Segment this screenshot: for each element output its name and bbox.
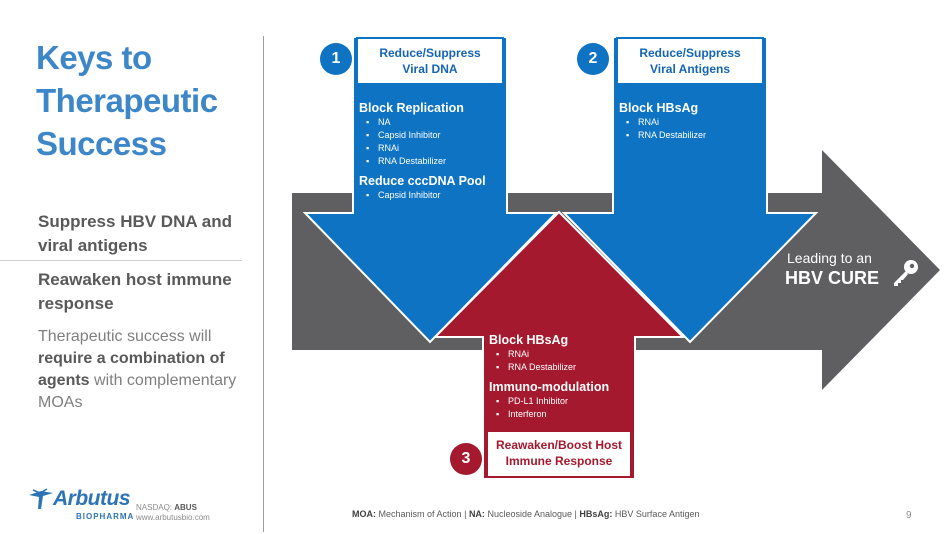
separator: | <box>574 509 577 519</box>
box2-heading-line1: Reduce/Suppress <box>639 46 741 60</box>
box3-content: Block HBsAg RNAi RNA Destabilizer Immuno… <box>489 332 634 421</box>
list-item: PD-L1 Inhibitor <box>489 395 634 408</box>
box3-heading-line1: Reawaken/Boost Host <box>495 438 623 452</box>
box1-group1-list: NA Capsid Inhibitor RNAi RNA Destabilize… <box>359 116 509 168</box>
sidebar-divider <box>0 260 242 261</box>
box3-group2-list: PD-L1 Inhibitor Interferon <box>489 395 634 421</box>
key-icon <box>894 260 918 286</box>
list-item: NA <box>359 116 509 129</box>
summary-prefix: Therapeutic success will <box>38 328 212 345</box>
summary-bold: require a combination of agents <box>38 350 225 389</box>
hbsag-label: HBsAg: <box>579 509 613 519</box>
footer-legend: MOA: Mechanism of Action | NA: Nucleosid… <box>352 509 772 519</box>
arbutus-logo-icon <box>29 488 53 509</box>
list-item: Interferon <box>489 408 634 421</box>
box2-group1-title: Block HBsAg <box>619 101 699 115</box>
box2-heading-line2: Viral Antigens <box>649 62 731 76</box>
nasdaq-label: NASDAQ: <box>136 503 173 512</box>
title-line-3: Success <box>36 125 167 162</box>
viral-antigens-arrow <box>561 36 819 344</box>
title-line-2: Therapeutic <box>36 82 218 119</box>
na-text: Nucleoside Analogue <box>487 509 573 519</box>
box2-header-bg <box>616 37 764 85</box>
step-2-badge: 2 <box>577 43 609 75</box>
list-item: Capsid Inhibitor <box>359 189 509 202</box>
box3-group2-title: Immuno-modulation <box>489 380 610 394</box>
box2-content: Block HBsAg RNAi RNA Destabilizer <box>619 100 769 142</box>
box1-group2-list: Capsid Inhibitor <box>359 189 509 202</box>
nasdaq-ticker: ABUS <box>174 503 197 512</box>
box1-group1-title: Block Replication <box>359 101 464 115</box>
website: www.arbutusbio.com <box>136 513 210 522</box>
leading-text: Leading to an <box>787 250 872 266</box>
nasdaq-info: NASDAQ: ABUS www.arbutusbio.com <box>136 503 210 523</box>
step-3-badge: 3 <box>450 443 482 475</box>
logo-name: Arbutus <box>53 487 131 510</box>
list-item: RNAi <box>359 142 509 155</box>
summary-suffix: with complementary MOAs <box>38 372 237 411</box>
list-item: RNAi <box>619 116 769 129</box>
box3-header-bg <box>486 430 632 478</box>
point-reawaken: Reawaken host immune response <box>38 270 232 313</box>
list-item: Capsid Inhibitor <box>359 129 509 142</box>
list-item: RNAi <box>489 348 634 361</box>
box1-header-bg <box>356 37 504 85</box>
vertical-divider <box>263 36 264 532</box>
box3-group1-list: RNAi RNA Destabilizer <box>489 348 634 374</box>
page-title: Keys to Therapeutic Success <box>36 36 266 165</box>
box3-heading: Reawaken/Boost Host Immune Response <box>487 437 631 469</box>
list-item: RNA Destabilizer <box>489 361 634 374</box>
logo-sub: BIOPHARMA <box>76 512 135 521</box>
step-1-badge: 1 <box>320 43 352 75</box>
box1-content: Block Replication NA Capsid Inhibitor RN… <box>359 100 509 202</box>
box1-heading-line2: Viral DNA <box>402 62 458 76</box>
na-label: NA: <box>468 509 485 519</box>
page-number: 9 <box>906 510 912 521</box>
separator: | <box>464 509 467 519</box>
box2-group1-list: RNAi RNA Destabilizer <box>619 116 769 142</box>
box2-heading: Reduce/Suppress Viral Antigens <box>617 45 763 77</box>
hbv-cure-text: HBV CURE <box>785 268 880 288</box>
title-line-1: Keys to <box>36 39 152 76</box>
hbsag-text: HBV Surface Antigen <box>614 509 700 519</box>
box3-group1-title: Block HBsAg <box>489 333 569 347</box>
box3-heading-line2: Immune Response <box>505 454 613 468</box>
box1-heading-line1: Reduce/Suppress <box>379 46 481 60</box>
list-item: RNA Destabilizer <box>619 129 769 142</box>
moa-text: Mechanism of Action <box>378 509 462 519</box>
list-item: RNA Destabilizer <box>359 155 509 168</box>
box1-group2-title: Reduce cccDNA Pool <box>359 174 486 188</box>
box1-heading: Reduce/Suppress Viral DNA <box>357 45 503 77</box>
moa-label: MOA: <box>352 509 376 519</box>
point-suppress: Suppress HBV DNA and viral antigens <box>38 212 232 255</box>
summary-text: Therapeutic success will require a combi… <box>38 326 253 414</box>
